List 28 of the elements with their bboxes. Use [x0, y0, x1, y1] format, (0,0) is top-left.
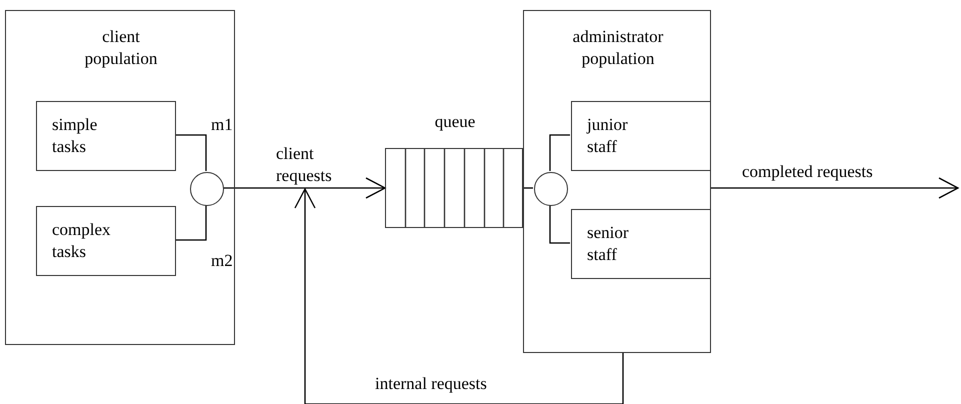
edge-label: completed requests	[742, 161, 873, 183]
population-label: administrator population	[572, 26, 664, 70]
connector-line	[549, 205, 570, 244]
arrow	[711, 177, 959, 199]
edge-label: internal requests	[375, 373, 487, 395]
task-label: junior staff	[587, 114, 629, 158]
task-box	[571, 209, 711, 279]
task-box	[36, 206, 176, 276]
junction-circle	[534, 172, 568, 206]
rate-label: m2	[211, 250, 233, 272]
junction-circle	[190, 172, 224, 206]
arrow	[223, 177, 386, 199]
task-label: complex tasks	[52, 219, 112, 263]
connector-line	[523, 187, 533, 189]
edge-label: client requests	[276, 143, 333, 187]
population-label: client population	[84, 26, 158, 70]
task-label: senior staff	[587, 222, 630, 266]
task-box	[36, 101, 176, 171]
population-box	[523, 10, 711, 353]
rate-label: m1	[211, 114, 233, 136]
population-box	[5, 10, 235, 345]
connector-line	[549, 134, 570, 171]
task-box	[571, 101, 711, 171]
connector-line	[175, 134, 207, 171]
connector-line	[175, 205, 207, 241]
arrow	[294, 188, 624, 404]
queue-label: queue	[434, 111, 476, 133]
task-label: simple tasks	[52, 114, 98, 158]
